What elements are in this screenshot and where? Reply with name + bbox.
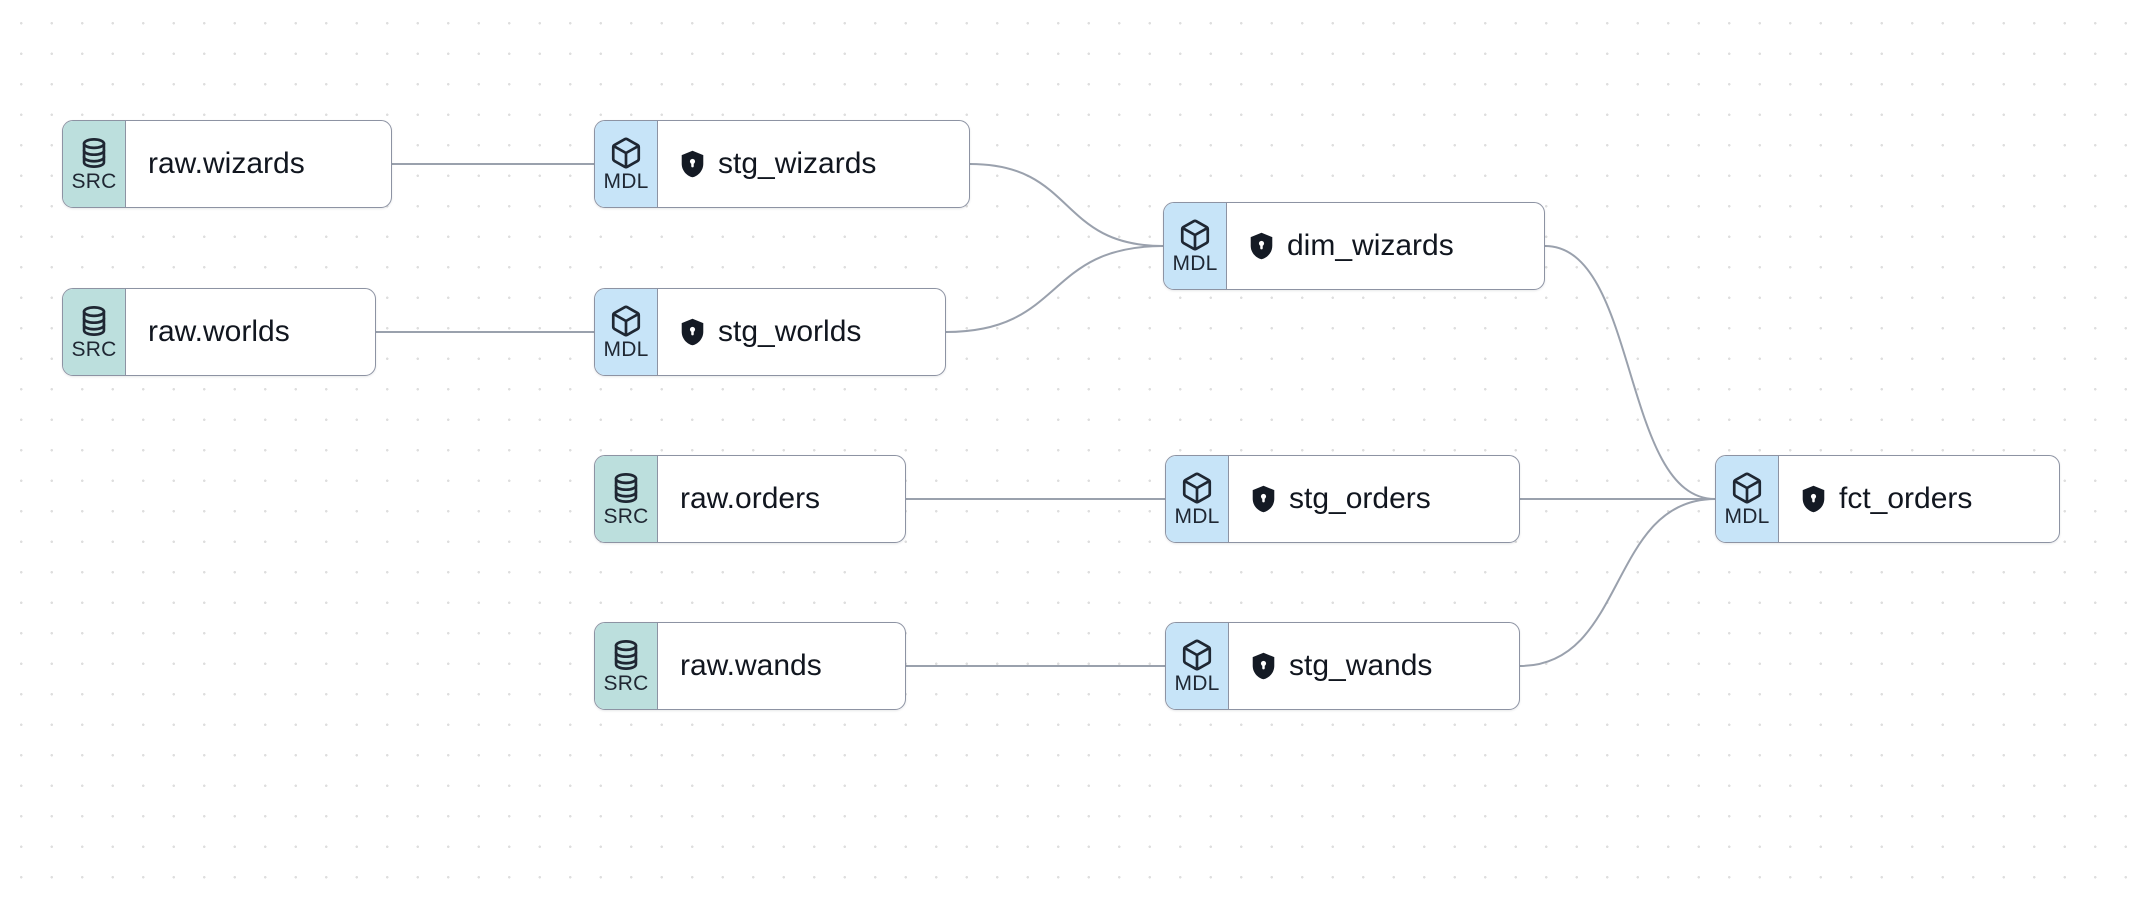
cube-icon <box>609 304 643 338</box>
node-badge-label: SRC <box>71 169 117 193</box>
node-label: stg_wands <box>1289 649 1433 682</box>
node-body: stg_wizards <box>658 121 969 207</box>
lock-shield-icon <box>680 318 705 346</box>
node-badge-label: MDL <box>1174 504 1220 528</box>
node-label: fct_orders <box>1839 482 1973 515</box>
lock-shield-icon <box>1251 485 1276 513</box>
node-badge-model: MDL <box>1716 456 1779 542</box>
lineage-node-fct_orders[interactable]: MDL fct_orders <box>1715 455 2060 543</box>
lineage-node-raw_worlds[interactable]: SRC raw.worlds <box>62 288 376 376</box>
node-badge-model: MDL <box>1166 623 1229 709</box>
edge-stg_worlds-to-dim_wizards <box>945 245 1164 333</box>
edge-stg_wands-to-fct_orders <box>1519 498 1716 667</box>
node-badge-model: MDL <box>1166 456 1229 542</box>
node-badge-model: MDL <box>1164 203 1227 289</box>
lineage-node-stg_worlds[interactable]: MDL stg_worlds <box>594 288 946 376</box>
database-icon <box>609 638 643 672</box>
node-badge-label: MDL <box>603 169 649 193</box>
node-body: stg_orders <box>1229 456 1519 542</box>
node-body: raw.wands <box>658 623 905 709</box>
lineage-node-raw_wizards[interactable]: SRC raw.wizards <box>62 120 392 208</box>
edge-dim_wizards-to-fct_orders <box>1544 245 1716 500</box>
node-label: raw.wands <box>680 649 822 682</box>
lock-shield-icon <box>680 150 705 178</box>
edge-stg_wizards-to-dim_wizards <box>969 163 1164 247</box>
node-label: raw.wizards <box>148 147 305 180</box>
node-badge-source: SRC <box>595 623 658 709</box>
node-badge-source: SRC <box>595 456 658 542</box>
lock-shield-icon <box>1801 485 1826 513</box>
node-badge-model: MDL <box>595 121 658 207</box>
node-label: stg_wizards <box>718 147 877 180</box>
node-body: stg_wands <box>1229 623 1519 709</box>
lock-shield-icon <box>1249 232 1274 260</box>
node-badge-label: MDL <box>1724 504 1770 528</box>
cube-icon <box>1180 638 1214 672</box>
node-badge-label: SRC <box>71 337 117 361</box>
database-icon <box>609 471 643 505</box>
lineage-node-raw_wands[interactable]: SRC raw.wands <box>594 622 906 710</box>
node-badge-label: MDL <box>603 337 649 361</box>
cube-icon <box>1730 471 1764 505</box>
node-badge-source: SRC <box>63 121 126 207</box>
cube-icon <box>609 136 643 170</box>
node-label: raw.orders <box>680 482 821 515</box>
node-body: dim_wizards <box>1227 203 1544 289</box>
database-icon <box>77 304 111 338</box>
node-body: fct_orders <box>1779 456 2059 542</box>
node-badge-label: MDL <box>1174 671 1220 695</box>
lineage-node-stg_orders[interactable]: MDL stg_orders <box>1165 455 1520 543</box>
lineage-node-raw_orders[interactable]: SRC raw.orders <box>594 455 906 543</box>
node-body: raw.wizards <box>126 121 391 207</box>
node-label: dim_wizards <box>1287 229 1454 262</box>
lineage-node-dim_wizards[interactable]: MDL dim_wizards <box>1163 202 1545 290</box>
database-icon <box>77 136 111 170</box>
node-body: stg_worlds <box>658 289 945 375</box>
lineage-node-stg_wizards[interactable]: MDL stg_wizards <box>594 120 970 208</box>
node-label: raw.worlds <box>148 315 290 348</box>
node-badge-label: SRC <box>603 671 649 695</box>
cube-icon <box>1178 218 1212 252</box>
node-badge-model: MDL <box>595 289 658 375</box>
lineage-node-stg_wands[interactable]: MDL stg_wands <box>1165 622 1520 710</box>
cube-icon <box>1180 471 1214 505</box>
node-body: raw.worlds <box>126 289 375 375</box>
lock-shield-icon <box>1251 652 1276 680</box>
node-badge-label: SRC <box>603 504 649 528</box>
node-label: stg_worlds <box>718 315 862 348</box>
node-badge-source: SRC <box>63 289 126 375</box>
node-label: stg_orders <box>1289 482 1431 515</box>
node-body: raw.orders <box>658 456 905 542</box>
node-badge-label: MDL <box>1172 251 1218 275</box>
